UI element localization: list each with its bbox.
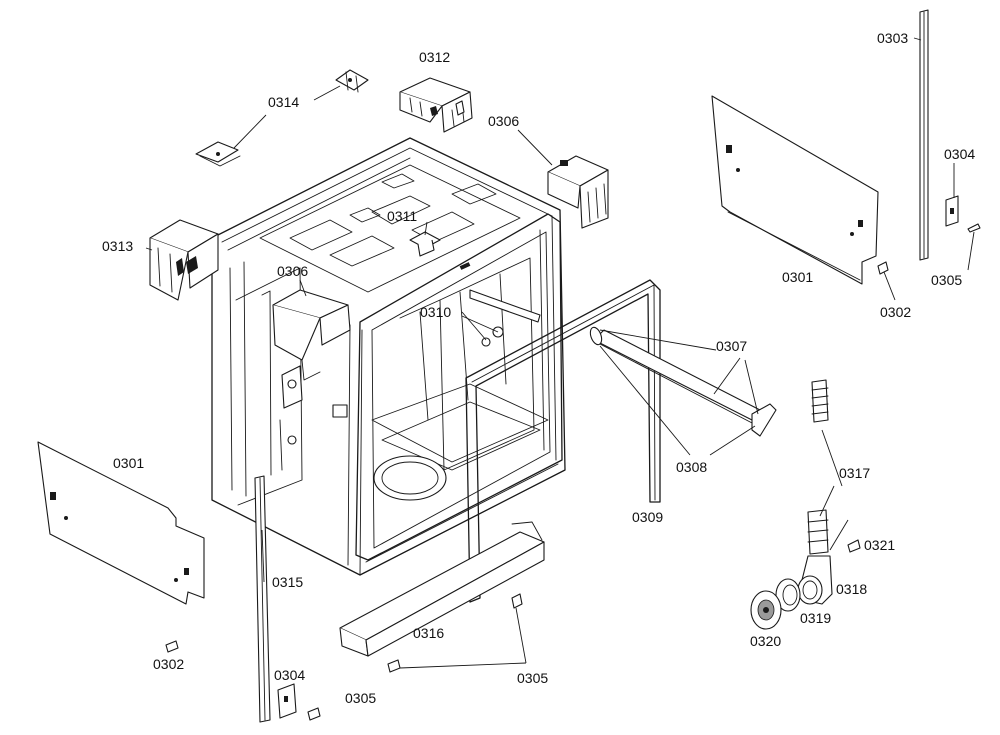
label-0306-top: 0306 — [488, 113, 520, 129]
part-0318-elbow — [797, 555, 833, 605]
part-0313-bracket — [149, 219, 219, 301]
tub-assembly — [211, 137, 566, 576]
label-0307: 0307 — [716, 338, 748, 354]
label-0308: 0308 — [676, 459, 708, 475]
label-0304-right: 0304 — [944, 146, 976, 162]
label-0319: 0319 — [800, 610, 832, 626]
label-0305-right: 0305 — [931, 272, 963, 288]
label-0317: 0317 — [839, 465, 871, 481]
label-0302-left: 0302 — [153, 656, 185, 672]
part-0301-side-panel-right — [711, 95, 879, 285]
label-0311: 0311 — [387, 208, 418, 224]
label-0309: 0309 — [632, 509, 664, 525]
part-0314-brackets — [195, 69, 369, 167]
part-0307-cross-rail — [589, 326, 777, 437]
part-0309-door-seal — [465, 279, 661, 603]
label-0312: 0312 — [419, 49, 451, 65]
screws — [165, 223, 981, 721]
label-0313: 0313 — [102, 238, 134, 254]
label-0303: 0303 — [877, 30, 909, 46]
label-0306-side: 0306 — [277, 263, 309, 279]
part-0316-base-rail — [339, 521, 545, 657]
label-0320: 0320 — [750, 633, 782, 649]
label-0302-right: 0302 — [880, 304, 912, 320]
part-0303-strip — [919, 9, 929, 261]
part-0320-cap — [750, 590, 782, 630]
part-0319-ring — [775, 578, 801, 612]
label-0316: 0316 — [413, 625, 445, 641]
label-0315: 0315 — [272, 574, 304, 590]
leader-lines — [145, 37, 975, 669]
label-0310: 0310 — [420, 304, 452, 320]
part-0312-bracket — [399, 77, 473, 133]
part-0304-clip-right — [945, 195, 959, 227]
label-0314: 0314 — [268, 94, 300, 110]
label-0301-right: 0301 — [782, 269, 814, 285]
part-0317-hose — [807, 379, 829, 555]
label-0321: 0321 — [864, 537, 896, 553]
label-0305-center: 0305 — [517, 670, 549, 686]
label-0305-lower: 0305 — [345, 690, 377, 706]
label-0301-left: 0301 — [113, 455, 145, 471]
label-0304-lower: 0304 — [274, 667, 306, 683]
part-0304-clip-lower — [277, 683, 297, 719]
part-0306-bracket — [547, 155, 609, 229]
label-0318: 0318 — [836, 581, 868, 597]
part-0301-side-panel-left — [37, 441, 205, 605]
part-0315-seal — [254, 475, 271, 723]
